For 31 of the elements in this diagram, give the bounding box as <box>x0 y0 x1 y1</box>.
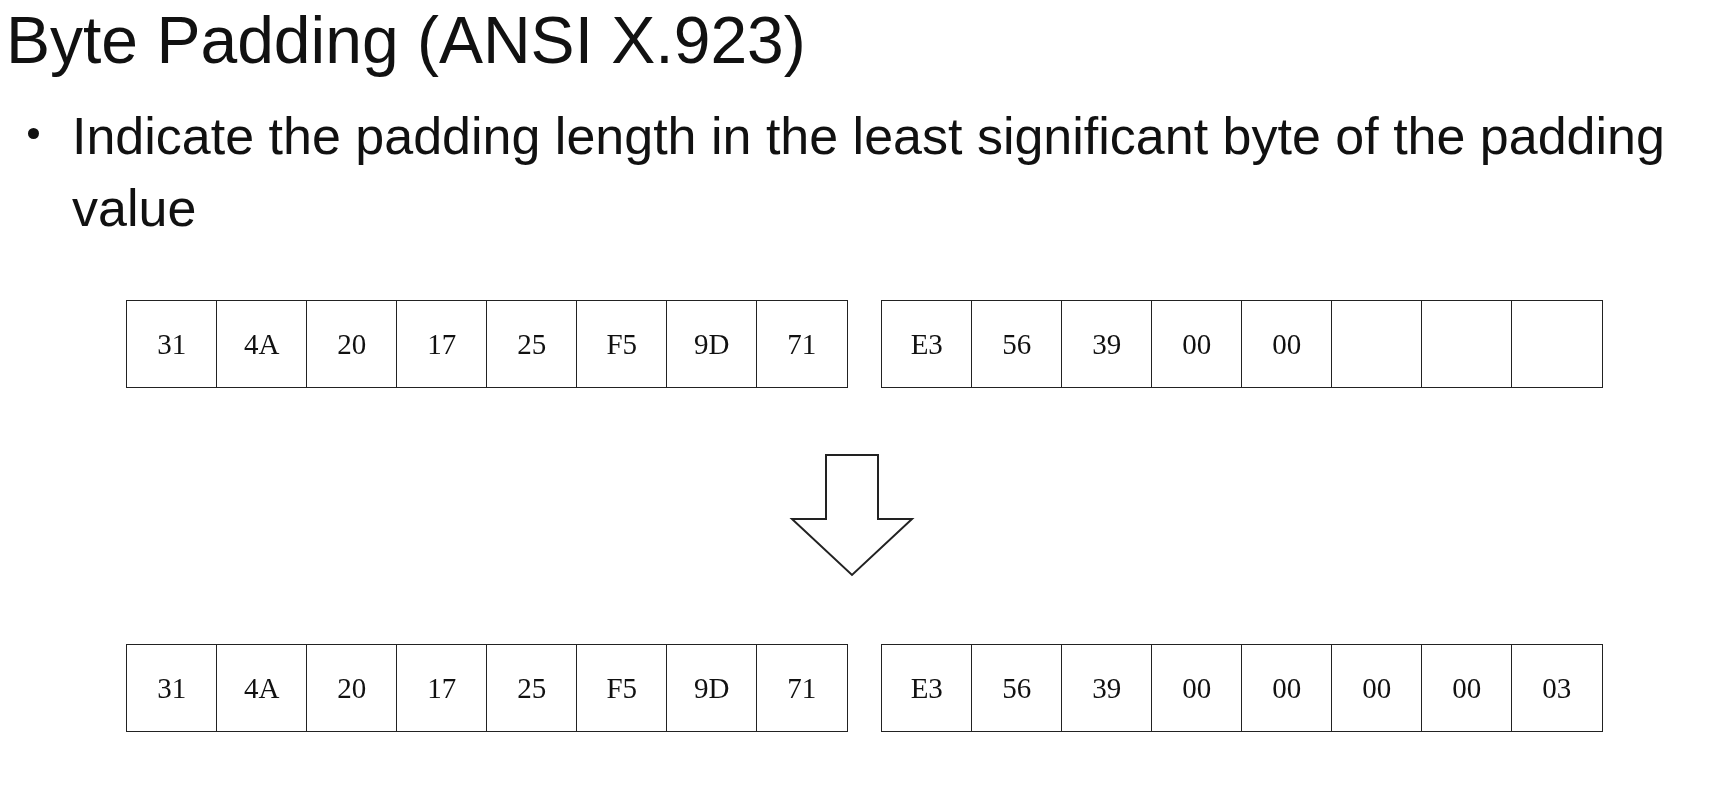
slide-title: Byte Padding (ANSI X.923) <box>6 2 806 78</box>
byte-cell: 20 <box>306 300 398 388</box>
byte-cell: 03 <box>1511 644 1603 732</box>
byte-cell: 9D <box>666 644 758 732</box>
byte-cell: 4A <box>216 644 308 732</box>
byte-cell: 00 <box>1421 644 1513 732</box>
byte-cell: F5 <box>576 300 668 388</box>
byte-cell: 17 <box>396 300 488 388</box>
byte-cell: 71 <box>756 300 848 388</box>
byte-cell: 00 <box>1241 644 1333 732</box>
byte-cell: F5 <box>576 644 668 732</box>
byte-cell: 56 <box>971 644 1063 732</box>
byte-cell: 25 <box>486 300 578 388</box>
byte-cell: E3 <box>881 300 973 388</box>
bullet-text: Indicate the padding length in the least significant byte of the padding value <box>72 106 1666 239</box>
byte-cell: 56 <box>971 300 1063 388</box>
byte-cell: E3 <box>881 644 973 732</box>
byte-cell: 20 <box>306 644 398 732</box>
byte-cell: 39 <box>1061 300 1153 388</box>
byte-cell: 31 <box>126 644 218 732</box>
byte-cell: 00 <box>1151 644 1243 732</box>
byte-cell: 4A <box>216 300 308 388</box>
byte-cell: 25 <box>486 644 578 732</box>
byte-cell: 00 <box>1241 300 1333 388</box>
byte-cell: 31 <box>126 300 218 388</box>
byte-cell: 17 <box>396 644 488 732</box>
byte-cell: 39 <box>1061 644 1153 732</box>
byte-cell: 9D <box>666 300 758 388</box>
byte-cell: 00 <box>1151 300 1243 388</box>
byte-cell: 00 <box>1331 644 1423 732</box>
byte-cell: 71 <box>756 644 848 732</box>
